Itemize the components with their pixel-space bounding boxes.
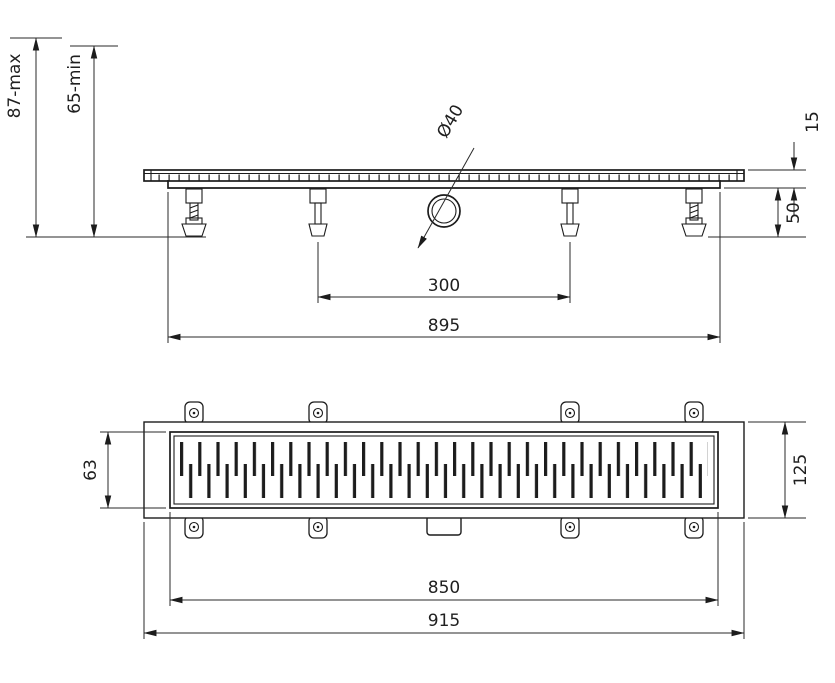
support-foot-outer-right: [681, 188, 707, 237]
outlet-circle-outer: [427, 194, 461, 228]
dim-flange-width: 125: [748, 421, 811, 519]
support-foot-mid-left: [308, 188, 328, 237]
outlet-circle-inner: [431, 198, 457, 224]
channel-side-profile: [143, 169, 745, 189]
dim-label-base-height: 50: [784, 202, 804, 224]
dim-label-support-span: 300: [428, 276, 460, 296]
grate-frame-outer: [169, 431, 719, 509]
support-foot-outer-left: [181, 188, 207, 237]
leader-line: [417, 147, 475, 249]
dim-channel-length: 895: [167, 192, 721, 343]
dim-label-grate-width: 63: [81, 459, 101, 481]
dim-label-grate-length: 850: [428, 578, 460, 598]
dim-label-channel-length: 895: [428, 316, 460, 336]
plan-view: 63 125 850 915: [81, 401, 811, 639]
dim-height-min: 65-min: [65, 45, 118, 238]
mounting-tab: [184, 515, 204, 539]
dim-label-rim-height: 15: [803, 111, 823, 133]
mounting-tab: [308, 515, 328, 539]
grate-edge-ticks: [154, 174, 734, 181]
channel-trough: [167, 180, 721, 189]
grate-frame-inner: [173, 435, 715, 505]
dim-label-height-max: 87-max: [5, 54, 25, 119]
support-foot-mid-right: [560, 188, 580, 237]
grate-slots: [180, 440, 708, 500]
channel-rim: [143, 169, 745, 182]
dim-overall-length: 915: [143, 522, 745, 639]
mounting-tab: [560, 515, 580, 539]
side-view: 87-max 65-min Ø40: [5, 37, 823, 343]
dim-grate-width: 63: [81, 431, 166, 509]
mounting-tab: [684, 515, 704, 539]
outlet-stub: [426, 515, 462, 536]
dim-label-height-min: 65-min: [65, 54, 85, 114]
dim-label-overall-length: 915: [428, 611, 460, 631]
dim-base-height: 50: [774, 187, 804, 238]
dim-label-outlet-diameter: Ø40: [433, 101, 468, 141]
mounting-tab: [684, 401, 704, 425]
dim-support-span: 300: [317, 242, 571, 303]
mounting-tab: [308, 401, 328, 425]
dim-grate-length: 850: [169, 512, 719, 606]
dim-rim-height: 15: [724, 111, 823, 216]
mounting-tab: [560, 401, 580, 425]
mounting-tab: [184, 401, 204, 425]
dim-label-flange-width: 125: [791, 454, 811, 486]
outlet-pipe: [427, 194, 461, 228]
dim-height-max: 87-max: [5, 37, 62, 238]
